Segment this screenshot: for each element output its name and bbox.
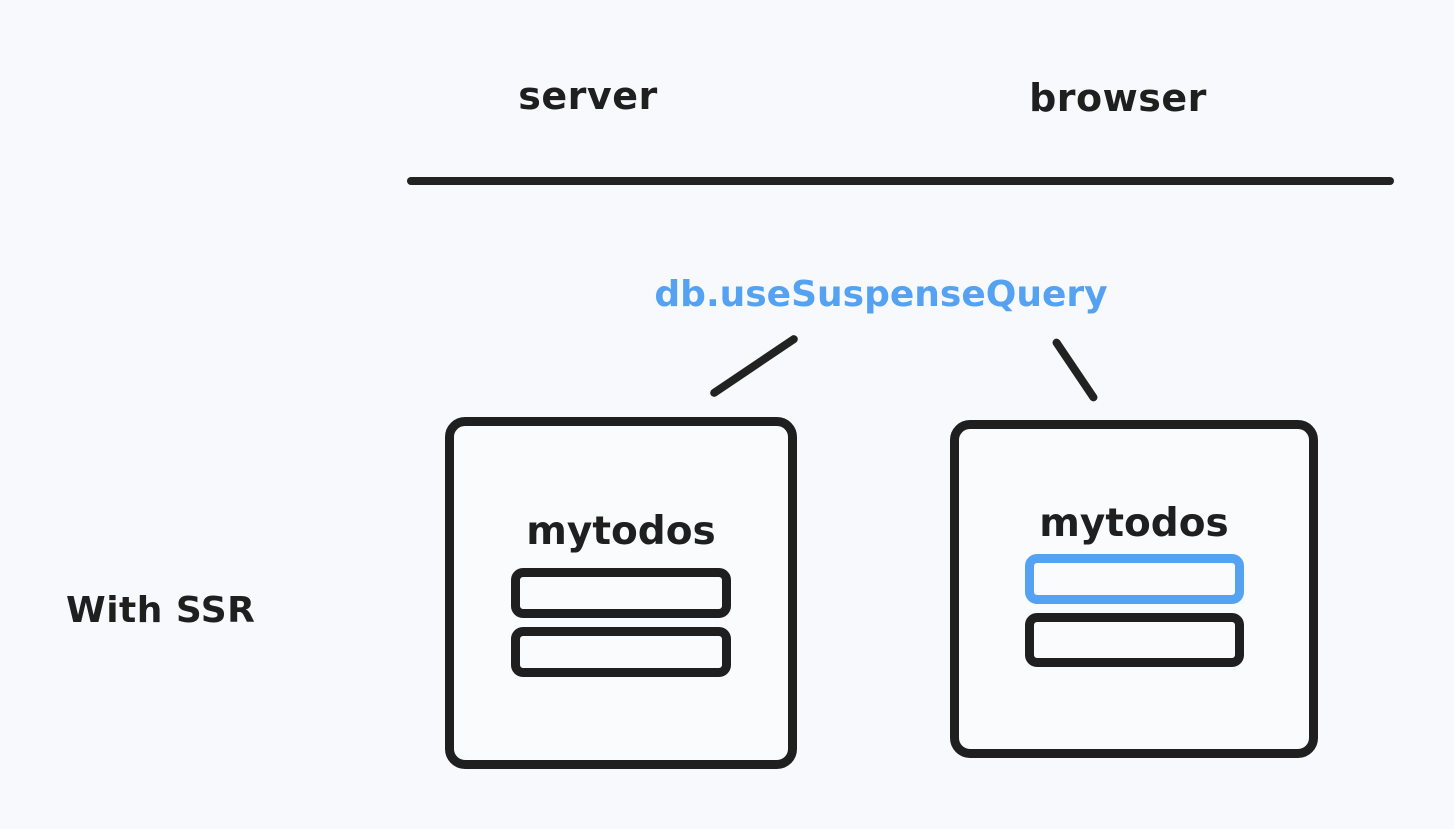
todo-item (1024, 613, 1244, 667)
todo-item-highlighted (1024, 554, 1244, 604)
card-title-browser: mytodos (1039, 501, 1229, 546)
card-browser: mytodos (950, 420, 1318, 758)
todo-list-server (454, 568, 788, 677)
header-divider-line (407, 177, 1394, 185)
annotation-label-use-suspense-query: db.useSuspenseQuery (654, 274, 1108, 315)
leader-line-to-server-card (708, 333, 800, 399)
leader-line-to-browser-card (1050, 337, 1100, 403)
column-header-server: server (518, 74, 658, 118)
row-label-with-ssr: With SSR (66, 590, 256, 631)
card-server: mytodos (445, 417, 797, 769)
todo-item (511, 568, 731, 618)
card-title-server: mytodos (526, 509, 716, 554)
todo-list-browser (959, 554, 1309, 667)
column-header-browser: browser (1029, 76, 1207, 120)
todo-item (511, 627, 731, 677)
